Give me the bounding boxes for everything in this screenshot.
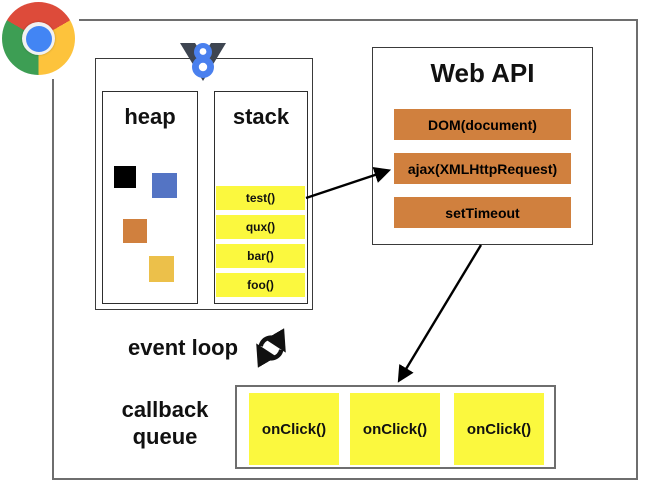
web-api-item: setTimeout [394,197,571,228]
event-loop: event loop [128,328,290,368]
callback-queue-label-line2: queue [132,424,198,449]
callback-queue-box: onClick() onClick() onClick() [235,385,556,469]
callback-item: onClick() [454,393,544,465]
stack-frame: qux() [216,215,305,239]
stack-label: stack [232,104,290,129]
stack-frame: foo() [216,273,305,297]
chrome-logo-dot [25,25,52,52]
heap-box: heap [102,91,198,304]
stack-box: stack test() qux() bar() foo() [214,91,308,304]
callback-queue-label: callback queue [100,396,230,450]
heap-label: heap [124,104,176,129]
web-api-title: Web API [430,58,535,88]
chrome-logo-ball [2,2,75,75]
web-api-item: DOM(document) [394,109,571,140]
heap-object-block [114,166,136,188]
v8-logo [180,43,226,81]
stack-frame: bar() [216,244,305,268]
chrome-logo [0,0,79,79]
heap-object-block [149,256,174,282]
v8-engine-box: heap stack test() qux() bar() foo() [95,58,313,310]
heap-object-block [123,219,147,243]
web-api-item: ajax(XMLHttpRequest) [394,153,571,184]
callback-item: onClick() [350,393,440,465]
sync-icon [256,328,286,368]
callback-queue-label-line1: callback [121,397,209,422]
web-api-box: Web API DOM(document) ajax(XMLHttpReques… [372,47,593,245]
heap-object-block [152,173,177,198]
event-loop-label: event loop [128,335,239,360]
stack-frame: test() [216,186,305,210]
callback-item: onClick() [249,393,339,465]
